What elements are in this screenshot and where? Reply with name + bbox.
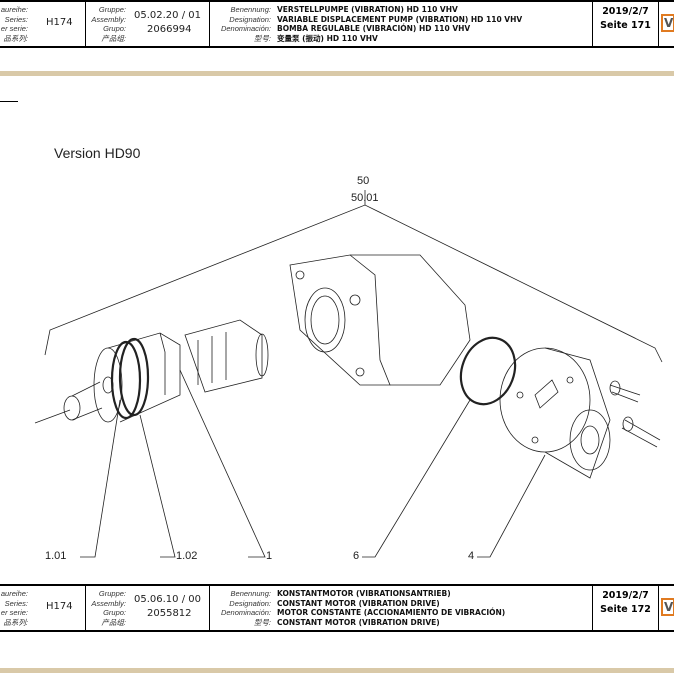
name-value: 变量泵 (振动) HD 110 VHV bbox=[277, 33, 378, 43]
cylinder-block bbox=[184, 319, 269, 393]
series-label: er serie: bbox=[0, 24, 28, 33]
page-header-171: aureihe:Series:er serie:品系列: H174 Gruppe:A… bbox=[0, 0, 674, 48]
divider-band bbox=[0, 668, 674, 673]
series-cell: aureihe:Series:er serie:品系列: H174 bbox=[0, 2, 86, 46]
assembly-value: 05.06.10 / 00 bbox=[134, 594, 201, 605]
group-label: Gruppe: bbox=[98, 5, 126, 14]
leader-4 bbox=[477, 454, 546, 558]
group-value: 2055812 bbox=[147, 608, 192, 619]
group-label: Grupo: bbox=[103, 24, 126, 33]
series-label: Series: bbox=[4, 598, 28, 608]
divider-band bbox=[0, 71, 674, 76]
page-number: Seite 171 bbox=[600, 20, 651, 31]
series-label: aureihe: bbox=[0, 589, 28, 598]
series-label: Series: bbox=[4, 14, 28, 24]
leader-1.01 bbox=[80, 399, 121, 558]
callout-50: 50 bbox=[357, 175, 370, 187]
callout-1-01: 1.01 bbox=[45, 550, 67, 562]
assembly-cell: Gruppe:Assembly:Grupo:产品组: 05.02.20 / 01 2… bbox=[86, 2, 210, 46]
leader-6 bbox=[362, 399, 471, 558]
name-label: Denominación: bbox=[220, 24, 271, 33]
callout-6: 6 bbox=[353, 550, 360, 562]
housing bbox=[289, 254, 471, 386]
group-label: 产品组: bbox=[101, 33, 126, 43]
callout-1: 1 bbox=[266, 550, 273, 562]
name-label: 型号: bbox=[253, 33, 271, 43]
name-label: 型号: bbox=[253, 617, 271, 627]
page-number: Seite 172 bbox=[600, 604, 651, 615]
exploded-drawing bbox=[34, 190, 663, 558]
brand-logo: V bbox=[661, 598, 674, 616]
assembly-value: 05.02.20 / 01 bbox=[134, 10, 201, 21]
date: 2019/2/7 bbox=[602, 590, 649, 601]
name-value: VARIABLE DISPLACEMENT PUMP (VIBRATION) H… bbox=[277, 14, 523, 24]
name-label: Designation: bbox=[229, 14, 271, 24]
page-header-172: aureihe:Series:er serie:品系列: H174 Gruppe:A… bbox=[0, 584, 674, 632]
name-value: BOMBA REGULABLE (VIBRACIÓN) HD 110 VHV bbox=[277, 24, 471, 33]
name-value: CONSTANT MOTOR (VIBRATION DRIVE) bbox=[277, 598, 440, 608]
group-label: 产品组: bbox=[101, 617, 126, 627]
series-value: H174 bbox=[46, 17, 73, 28]
date: 2019/2/7 bbox=[602, 6, 649, 17]
series-label: 品系列: bbox=[3, 33, 28, 43]
callout-1-02: 1.02 bbox=[176, 550, 198, 562]
designation-cell: Benennung: KONSTANTMOTOR (VIBRATIONSANTRI… bbox=[210, 586, 593, 630]
shaft bbox=[63, 395, 81, 421]
group-value: 2066994 bbox=[147, 24, 192, 35]
series-label: 品系列: bbox=[3, 617, 28, 627]
assembly-bracket bbox=[44, 204, 663, 363]
callout-4: 4 bbox=[468, 550, 475, 562]
name-label: Designation: bbox=[229, 598, 271, 608]
name-label: Denominación: bbox=[220, 608, 271, 617]
brand-logo: V bbox=[661, 14, 674, 32]
leader-1.02 bbox=[139, 414, 176, 558]
version-label: Version HD90 bbox=[54, 145, 141, 161]
name-value: MOTOR CONSTANTE (ACCIONAMIENTO DE VIBRAC… bbox=[277, 608, 506, 617]
bolts bbox=[609, 380, 661, 448]
group-label: Gruppe: bbox=[98, 589, 126, 598]
motor-body bbox=[93, 332, 181, 423]
leader-1 bbox=[179, 369, 266, 558]
name-value: KONSTANTMOTOR (VIBRATIONSANTRIEB) bbox=[277, 589, 451, 598]
series-label: er serie: bbox=[0, 608, 28, 617]
designation-cell: Benennung: VERSTELLPUMPE (VIBRATION) HD 1… bbox=[210, 2, 593, 46]
name-value: VERSTELLPUMPE (VIBRATION) HD 110 VHV bbox=[277, 5, 458, 14]
o-ring bbox=[459, 336, 517, 406]
pump bbox=[499, 347, 611, 479]
rule-line bbox=[0, 101, 18, 102]
callout-50-01: 50.01 bbox=[351, 192, 379, 204]
series-value: H174 bbox=[46, 601, 73, 612]
group-label: Assembly: bbox=[91, 598, 126, 608]
group-label: Assembly: bbox=[91, 14, 126, 24]
name-label: Benennung: bbox=[230, 589, 271, 598]
name-label: Benennung: bbox=[230, 5, 271, 14]
group-label: Grupo: bbox=[103, 608, 126, 617]
series-label: aureihe: bbox=[0, 5, 28, 14]
series-cell: aureihe:Series:er serie:品系列: H174 bbox=[0, 586, 86, 630]
assembly-cell: Gruppe:Assembly:Grupo:产品组: 05.06.10 / 00 2… bbox=[86, 586, 210, 630]
name-value: CONSTANT MOTOR (VIBRATION DRIVE) bbox=[277, 617, 440, 627]
